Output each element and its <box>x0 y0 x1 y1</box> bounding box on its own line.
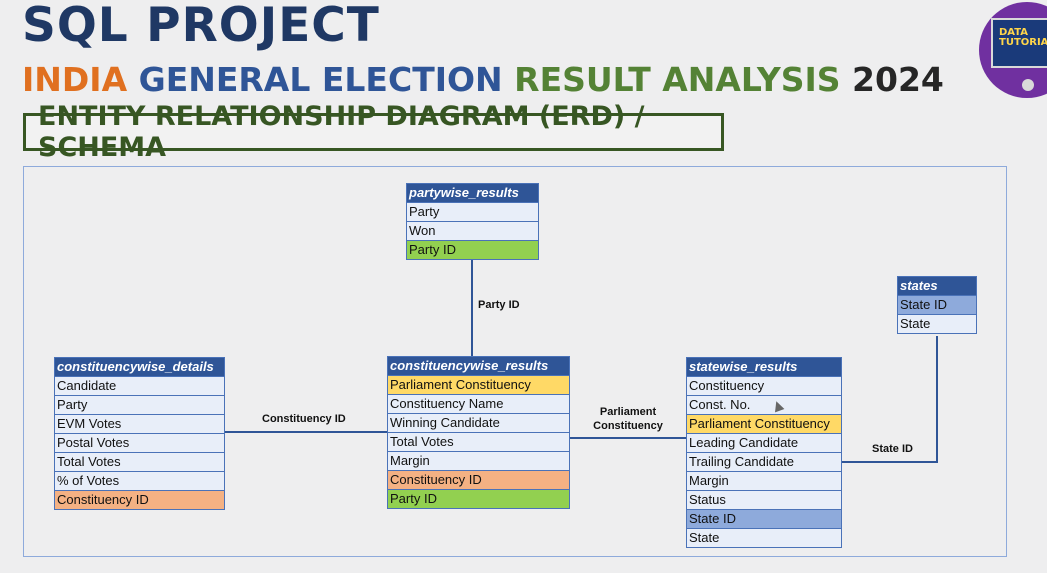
page-subtitle: INDIA GENERAL ELECTION RESULT ANALYSIS 2… <box>22 60 944 99</box>
table-field: EVM Votes <box>55 415 224 434</box>
table-field: Margin <box>687 472 841 491</box>
logo-text-line2: TUTORIAL <box>999 37 1047 48</box>
erd-title-box: ENTITY RELATIONSHIP DIAGRAM (ERD) / SCHE… <box>23 101 724 163</box>
table-field: Winning Candidate <box>388 414 569 433</box>
logo-text-line1: DATA <box>999 27 1029 38</box>
table-field: State <box>687 529 841 547</box>
label-parliament-line1: Parliament <box>599 406 657 418</box>
erd-title: ENTITY RELATIONSHIP DIAGRAM (ERD) / SCHE… <box>38 101 645 163</box>
table-field: Party ID <box>388 490 569 508</box>
table-header: partywise_results <box>407 184 538 203</box>
table-field: Constituency Name <box>388 395 569 414</box>
table-field: Party ID <box>407 241 538 259</box>
table-header: constituencywise_results <box>388 357 569 376</box>
table-field: Total Votes <box>388 433 569 452</box>
table-field: State <box>898 315 976 333</box>
table-field: Trailing Candidate <box>687 453 841 472</box>
table-field: Status <box>687 491 841 510</box>
label-state-id: State ID <box>872 443 913 455</box>
table-field: Margin <box>388 452 569 471</box>
table-field: State ID <box>687 510 841 529</box>
table-field: Won <box>407 222 538 241</box>
table-field: Const. No. <box>687 396 841 415</box>
label-party-id: Party ID <box>478 299 520 311</box>
label-parliament-constituency: Parliament Constituency <box>590 405 666 433</box>
table-field: Leading Candidate <box>687 434 841 453</box>
label-constituency-id: Constituency ID <box>262 413 346 425</box>
table-header: statewise_results <box>687 358 841 377</box>
table-field: Total Votes <box>55 453 224 472</box>
subtitle-part: 2024 <box>852 60 944 99</box>
table-field: Parliament Constituency <box>388 376 569 395</box>
table-field: Constituency ID <box>55 491 224 509</box>
link-state-id <box>841 336 938 463</box>
table-header: states <box>898 277 976 296</box>
database-icon <box>1022 79 1034 91</box>
table-field: Party <box>55 396 224 415</box>
table-field: State ID <box>898 296 976 315</box>
table-field: Party <box>407 203 538 222</box>
table-header: constituencywise_details <box>55 358 224 377</box>
monitor-icon <box>991 18 1047 68</box>
table-field: Postal Votes <box>55 434 224 453</box>
data-tutorials-logo: DATA TUTORIAL <box>979 2 1047 98</box>
logo-text: DATA TUTORIAL <box>999 28 1047 48</box>
table-field: % of Votes <box>55 472 224 491</box>
table-field: Constituency <box>687 377 841 396</box>
subtitle-part: INDIA <box>22 60 139 99</box>
page-title: SQL PROJECT <box>22 0 380 53</box>
table-field: Parliament Constituency <box>687 415 841 434</box>
erd-canvas <box>23 166 1007 557</box>
subtitle-part: RESULT ANALYSIS <box>514 60 853 99</box>
table-field: Constituency ID <box>388 471 569 490</box>
subtitle-part: GENERAL ELECTION <box>138 60 515 99</box>
table-field: Candidate <box>55 377 224 396</box>
label-parliament-line2: Constituency <box>593 420 663 432</box>
